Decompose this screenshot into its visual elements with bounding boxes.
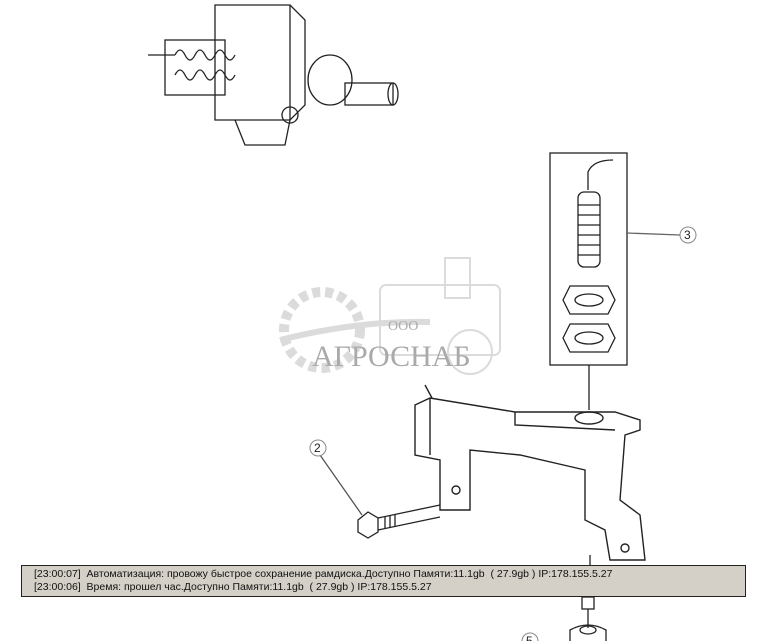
bottom-sleeve [569,555,607,641]
bracket [414,384,646,561]
sensor-assembly [549,152,681,410]
svg-text:5: 5 [526,634,533,641]
gearbox-assembly [148,4,399,146]
svg-text:2: 2 [314,441,321,455]
callout-2: 2 [309,439,327,457]
svg-text:3: 3 [684,228,691,242]
callout-5: 5 [521,632,539,641]
watermark-name: АГРОСНАБ [312,340,471,373]
watermark-logo [279,257,501,375]
watermark-prefix: ООО [388,319,418,334]
log-line: [23:00:06] Время: прошел час.Доступно Па… [34,581,432,593]
callout-3: 3 [679,226,697,244]
bolt [319,454,441,539]
log-line: [23:00:07] Автоматизация: провожу быстро… [34,568,613,580]
log-panel: [23:00:07] Автоматизация: провожу быстро… [21,565,746,597]
